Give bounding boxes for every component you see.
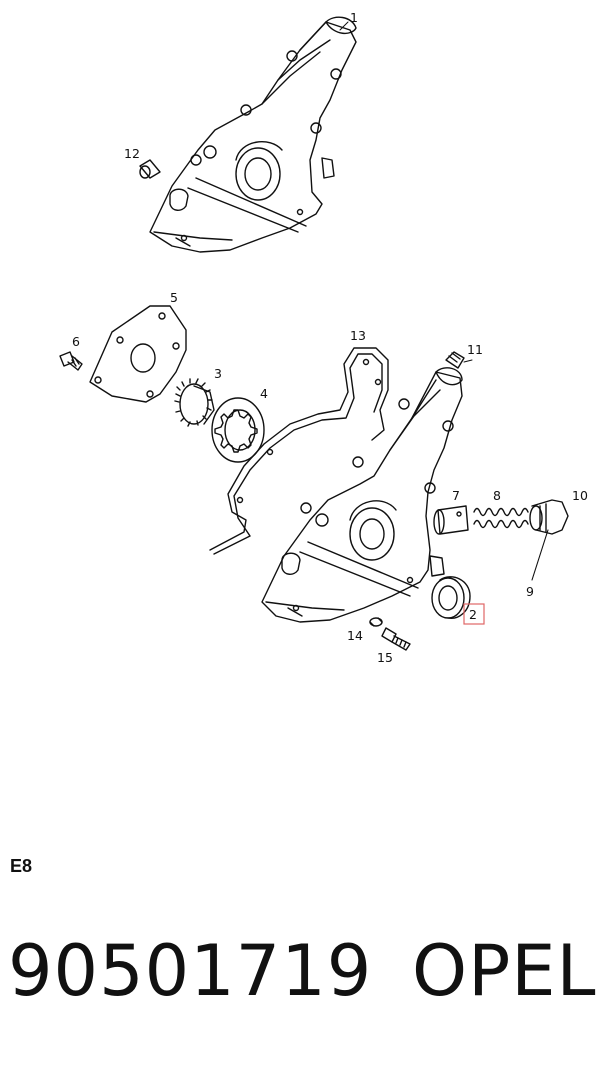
section-code: E8: [10, 856, 33, 876]
oil-pump-housing-top: [149, 16, 357, 253]
callout-6: 6: [72, 334, 80, 349]
exploded-parts-diagram: 1 12 5 13 6 11 3 4 7 8 10 9 2 14 15: [59, 10, 588, 665]
spring-part-8: [473, 507, 529, 529]
callout-9: 9: [526, 584, 534, 599]
callout-12: 12: [124, 146, 140, 161]
callout-7: 7: [452, 488, 460, 503]
callout-13: 13: [350, 328, 366, 343]
washer-part-14: [369, 617, 383, 627]
bolt-part-15: [381, 627, 411, 651]
brand-name: OPEL: [412, 930, 597, 1012]
drive-gear-part-3: [174, 378, 215, 427]
plug-screw-part-10: [529, 499, 569, 535]
plug-part-11: [445, 351, 465, 369]
callout-3: 3: [214, 366, 222, 381]
screw-part-6: [59, 351, 83, 371]
callout-10: 10: [572, 488, 588, 503]
pin-part-12: [139, 159, 161, 179]
callout-8: 8: [493, 488, 501, 503]
callout-1: 1: [350, 10, 358, 25]
callout-4: 4: [260, 386, 268, 401]
rotor-ring-part-4: [211, 397, 265, 463]
callout-5: 5: [170, 290, 178, 305]
callout-15: 15: [377, 650, 393, 665]
callout-14: 14: [347, 628, 363, 643]
part-number: 90501719: [8, 930, 373, 1012]
highlight-box-callout-2: [463, 603, 485, 625]
callout-2: 2: [469, 607, 477, 622]
cover-plate-part-5: [89, 305, 187, 403]
piston-part-7: [433, 505, 469, 535]
oil-pump-housing-lower: [261, 367, 463, 623]
oil-seal-part-2: [431, 576, 471, 619]
gasket-part-13: [209, 347, 389, 555]
callout-11: 11: [467, 342, 483, 357]
